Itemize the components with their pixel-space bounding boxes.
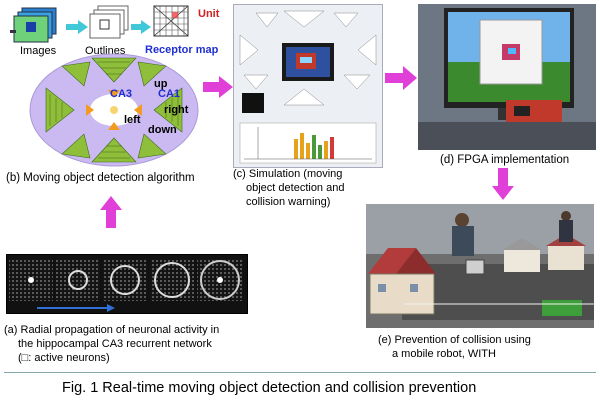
direction-left-label: left	[124, 114, 141, 126]
images-label: Images	[20, 45, 57, 57]
receptor-map-label: Receptor map	[145, 44, 219, 56]
neuron-frames-icon	[9, 259, 243, 312]
robot-photo	[366, 204, 594, 328]
panel-a-caption-line2: the hippocampal CA3 recurrent network	[18, 338, 212, 350]
simulation-screenshot	[233, 4, 383, 168]
outlines-stage-icon	[89, 5, 129, 39]
panel-c-caption-line3: collision warning)	[246, 196, 331, 208]
arrow-b-to-c-icon	[203, 76, 233, 98]
panel-c: (c) Simulation (moving object detection …	[233, 4, 383, 214]
direction-down-label: down	[148, 124, 177, 136]
panel-d: (d) FPGA implementation	[418, 4, 598, 170]
panel-c-caption-line1: (c) Simulation (moving	[233, 168, 343, 180]
arrow-to-outlines-icon	[66, 20, 88, 34]
images-stage-icon	[10, 7, 57, 43]
panel-e-caption-line2: a mobile robot, WITH	[392, 348, 496, 360]
arrow-to-receptor-icon	[131, 20, 151, 34]
panel-b: Images Outlines Unit Receptor map	[0, 0, 225, 190]
ca3-label: CA3	[110, 88, 133, 100]
panel-e-caption-line1: (e) Prevention of collision using	[378, 334, 531, 346]
panel-a-caption-line1: (a) Radial propagation of neuronal activ…	[4, 324, 220, 336]
direction-up-label: up	[154, 78, 168, 90]
neuron-activity-strip	[6, 254, 248, 314]
ca-network-diagram	[29, 53, 199, 167]
unit-label: Unit	[198, 8, 220, 20]
caption-divider	[4, 372, 596, 373]
panel-d-caption: (d) FPGA implementation	[440, 154, 570, 166]
figure-caption: Fig. 1 Real-time moving object detection…	[62, 380, 477, 396]
arrow-d-to-e-icon	[492, 168, 514, 200]
panel-c-caption-line2: object detection and	[246, 182, 345, 194]
arrow-c-to-d-icon	[385, 66, 417, 90]
arrow-a-to-b-icon	[100, 196, 122, 228]
direction-right-label: right	[164, 104, 189, 116]
panel-a-caption-line3: (□: active neurons)	[18, 352, 110, 364]
fpga-photo	[418, 4, 596, 150]
ca1-label: CA1	[158, 88, 181, 100]
receptor-map-icon	[153, 5, 189, 37]
simulation-view-icon	[239, 10, 377, 164]
panel-a: (a) Radial propagation of neuronal activ…	[4, 244, 254, 372]
robot-scene-icon	[366, 204, 594, 328]
fpga-monitor-icon	[418, 4, 596, 150]
panel-b-caption: (b) Moving object detection algorithm	[6, 172, 195, 184]
panel-e: (e) Prevention of collision using a mobi…	[366, 204, 596, 370]
